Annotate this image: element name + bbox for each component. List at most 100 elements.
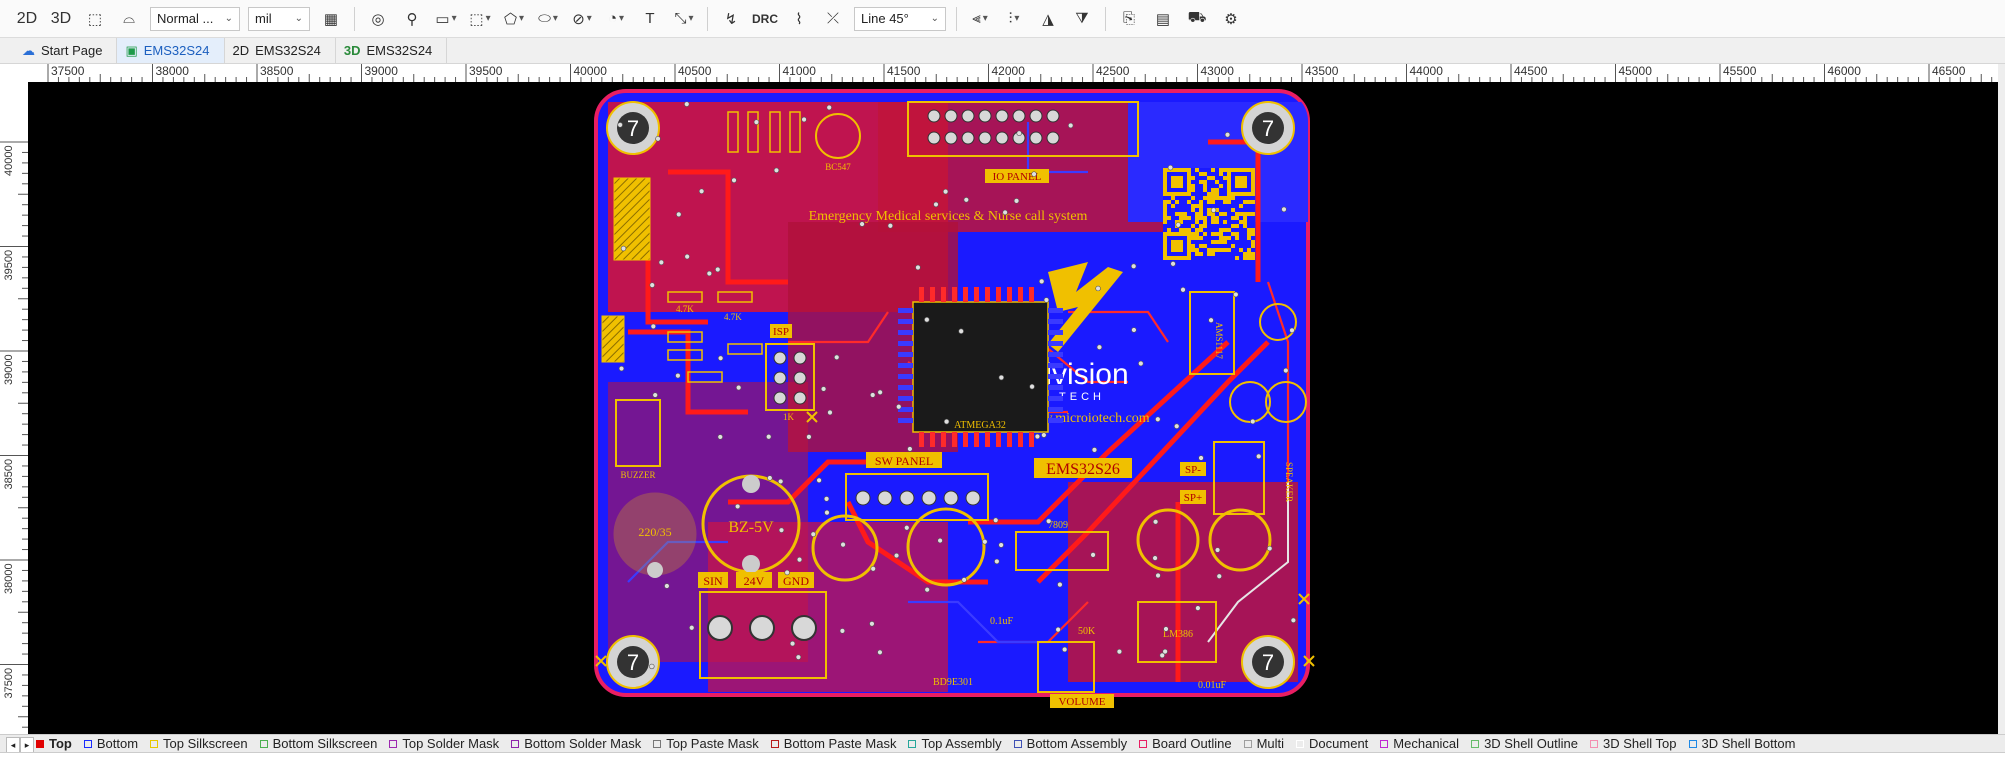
zoom-fit-icon[interactable]: ⬚ <box>87 10 103 28</box>
qr-module <box>1243 180 1247 184</box>
via-icon[interactable]: ◎ <box>371 10 385 28</box>
pcb-canvas[interactable]: 7 7 7 7 IO PANEL Emergen <box>28 82 1998 734</box>
qr-module <box>1227 180 1231 184</box>
select-area-icon[interactable]: ⬚ <box>467 5 493 33</box>
align-icon[interactable]: ⫷ <box>967 5 993 33</box>
unit-select[interactable]: mil⌄ <box>248 6 310 31</box>
layer-board-outline[interactable]: Board Outline <box>1139 736 1232 751</box>
arc-tool-icon[interactable]: ⌓ <box>123 10 135 27</box>
layer-3d-shell-outline[interactable]: 3D Shell Outline <box>1471 736 1578 751</box>
layer-top[interactable]: Top <box>36 736 72 751</box>
diff-pair-icon[interactable]: ⤫ <box>826 10 839 27</box>
settings-icon[interactable]: ⚙ <box>1224 10 1238 28</box>
qr-module <box>1175 212 1179 216</box>
qr-module <box>1187 256 1191 260</box>
speaker-label: SPEAKER <box>1284 462 1294 502</box>
board-name-bg <box>1034 458 1132 478</box>
measure-icon[interactable]: ⤡ <box>671 5 697 33</box>
gerber-icon[interactable]: ⎘ <box>1122 10 1135 27</box>
layer-3d-shell-top[interactable]: 3D Shell Top <box>1590 736 1677 751</box>
mode-select[interactable]: Normal ...⌄ <box>150 6 240 31</box>
view-2d-button[interactable]: 2D <box>16 9 38 27</box>
qr-module <box>1223 196 1227 200</box>
layer-color-swatch <box>36 739 44 748</box>
layer-label: Top Assembly <box>921 736 1002 751</box>
tab-pcb-editor[interactable]: ▣EMS32S24 <box>117 38 225 63</box>
via <box>816 477 822 484</box>
qr-module <box>1223 220 1227 224</box>
mcu-pin <box>985 287 990 302</box>
via <box>961 577 967 583</box>
qr-module <box>1211 220 1215 224</box>
probe-icon[interactable]: ⚲ <box>406 10 418 28</box>
mcu-pin <box>898 319 913 324</box>
ellipse-icon[interactable]: ⬭ <box>535 5 561 33</box>
order-icon[interactable]: ⛟ <box>1187 9 1207 26</box>
qr-module <box>1171 244 1175 248</box>
layer-document[interactable]: Document <box>1296 736 1368 751</box>
layer-bottom[interactable]: Bottom <box>83 736 138 751</box>
layer-3d-shell-bottom[interactable]: 3D Shell Bottom <box>1688 736 1795 751</box>
layer-multi[interactable]: Multi <box>1243 736 1284 751</box>
layer-bottom-silkscreen[interactable]: Bottom Silkscreen <box>259 736 377 751</box>
layer-top-silkscreen[interactable]: Top Silkscreen <box>150 736 248 751</box>
drc-button[interactable]: DRC <box>752 11 778 26</box>
via <box>778 527 785 533</box>
via <box>796 556 803 563</box>
sw-panel-label-bg <box>866 452 942 468</box>
layer-top-paste-mask[interactable]: Top Paste Mask <box>653 736 759 751</box>
qr-module <box>1191 248 1195 252</box>
text-tool-icon[interactable]: T <box>645 10 655 27</box>
qr-module <box>1251 240 1255 244</box>
line-mode-select[interactable]: Line 45°⌄ <box>854 6 946 31</box>
ruler-label: 39500 <box>3 250 15 281</box>
no-entry-icon[interactable]: ⊘ <box>569 5 595 33</box>
via <box>1208 317 1214 323</box>
view-3d-button[interactable]: 3D <box>50 9 72 27</box>
layer-next-arrow[interactable]: ▸ <box>20 737 34 753</box>
qr-module <box>1211 192 1215 196</box>
qr-module <box>1219 168 1223 172</box>
layer-bottom-solder-mask[interactable]: Bottom Solder Mask <box>511 736 641 751</box>
via <box>1210 207 1217 213</box>
layer-top-solder-mask[interactable]: Top Solder Mask <box>389 736 499 751</box>
arc-icon[interactable]: ◔ <box>603 5 629 33</box>
header-pin <box>773 371 787 385</box>
rect-tool-icon[interactable]: ▭ <box>433 5 459 33</box>
via <box>617 122 623 128</box>
mcu-pin <box>1048 352 1063 357</box>
qr-module <box>1179 184 1183 188</box>
mirror-icon[interactable]: ◮ <box>1042 10 1054 28</box>
pcb-board-svg[interactable]: 7 7 7 7 IO PANEL Emergen <box>28 82 1998 734</box>
track-icon[interactable]: ⌇ <box>795 10 803 28</box>
qr-module <box>1167 168 1171 172</box>
mcu-pin <box>952 432 957 447</box>
mcu-pin <box>1007 432 1012 447</box>
qr-module <box>1207 176 1211 180</box>
qr-module <box>1191 208 1195 212</box>
distribute-icon[interactable]: ⫶ <box>1001 5 1027 33</box>
tab-start-page[interactable]: ☁Start Page <box>14 38 118 63</box>
layer-prev-arrow[interactable]: ◂ <box>6 737 20 753</box>
layer-bottom-assembly[interactable]: Bottom Assembly <box>1013 736 1127 751</box>
bom-icon[interactable]: ▤ <box>1155 10 1171 28</box>
layer-mechanical[interactable]: Mechanical <box>1380 736 1459 751</box>
flip-icon[interactable]: ⧩ <box>1075 10 1089 27</box>
qr-module <box>1199 236 1203 240</box>
layer-icon[interactable]: ▦ <box>323 10 339 28</box>
layer-top-assembly[interactable]: Top Assembly <box>908 736 1002 751</box>
via <box>731 177 737 183</box>
via <box>1152 519 1159 525</box>
qr-module <box>1239 212 1243 216</box>
qr-module <box>1171 256 1175 260</box>
qr-module <box>1247 228 1251 232</box>
layer-bottom-paste-mask[interactable]: Bottom Paste Mask <box>770 736 896 751</box>
ruler-label: 44000 <box>1410 64 1444 78</box>
route-icon[interactable]: ↯ <box>724 10 738 28</box>
ruler-label: 43500 <box>1305 64 1339 78</box>
polygon-icon[interactable]: ⬠ <box>501 5 527 33</box>
ruler-label: 39000 <box>365 64 399 78</box>
vertical-scrollbar[interactable] <box>1998 64 2005 734</box>
